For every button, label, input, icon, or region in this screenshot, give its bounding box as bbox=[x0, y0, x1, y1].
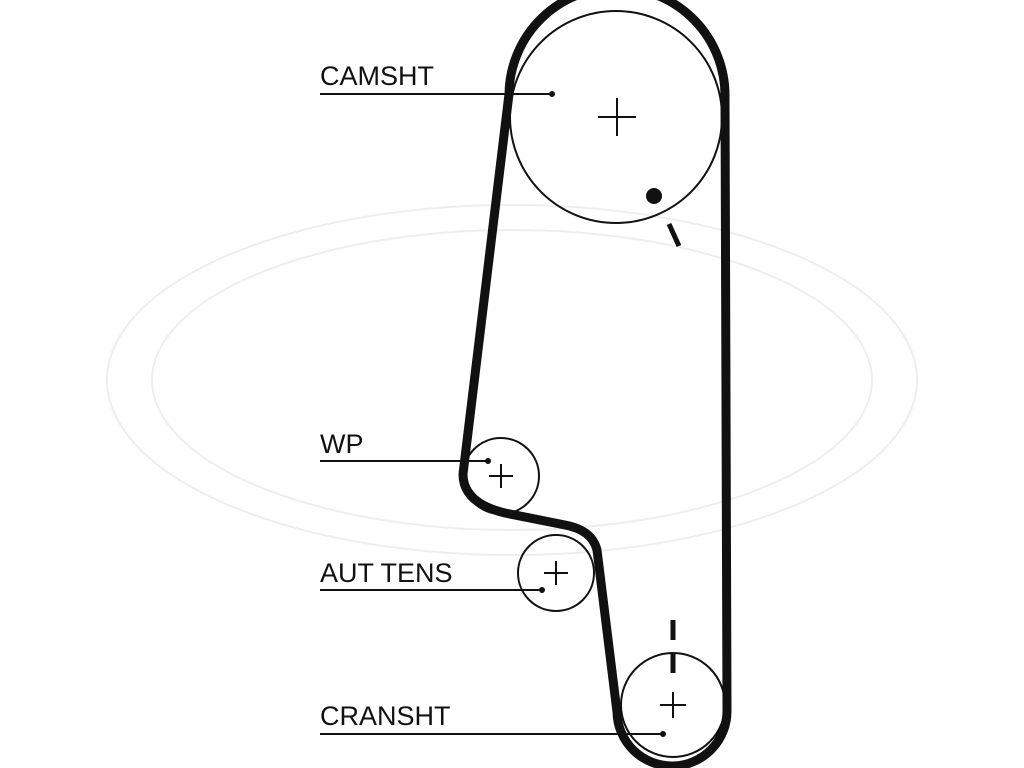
camshaft-timing-mark bbox=[666, 222, 682, 248]
camshaft-label: CAMSHT bbox=[320, 61, 434, 91]
crankshaft-leader-dot bbox=[660, 731, 666, 737]
water-pump-label: WP bbox=[320, 429, 364, 459]
crankshaft-label: CRANSHT bbox=[320, 701, 451, 731]
crankshaft-pulley bbox=[620, 620, 726, 758]
auto-tensioner-leader-dot bbox=[539, 587, 545, 593]
auto-tensioner-pulley bbox=[517, 534, 595, 612]
camshaft-leader-dot bbox=[549, 91, 555, 97]
auto-tensioner-label: AUT TENS bbox=[320, 558, 453, 588]
water-pump-leader-dot bbox=[485, 458, 491, 464]
timing-belt bbox=[458, 0, 732, 768]
camshaft-timing-dot bbox=[646, 188, 662, 204]
background-watermark bbox=[106, 204, 918, 556]
